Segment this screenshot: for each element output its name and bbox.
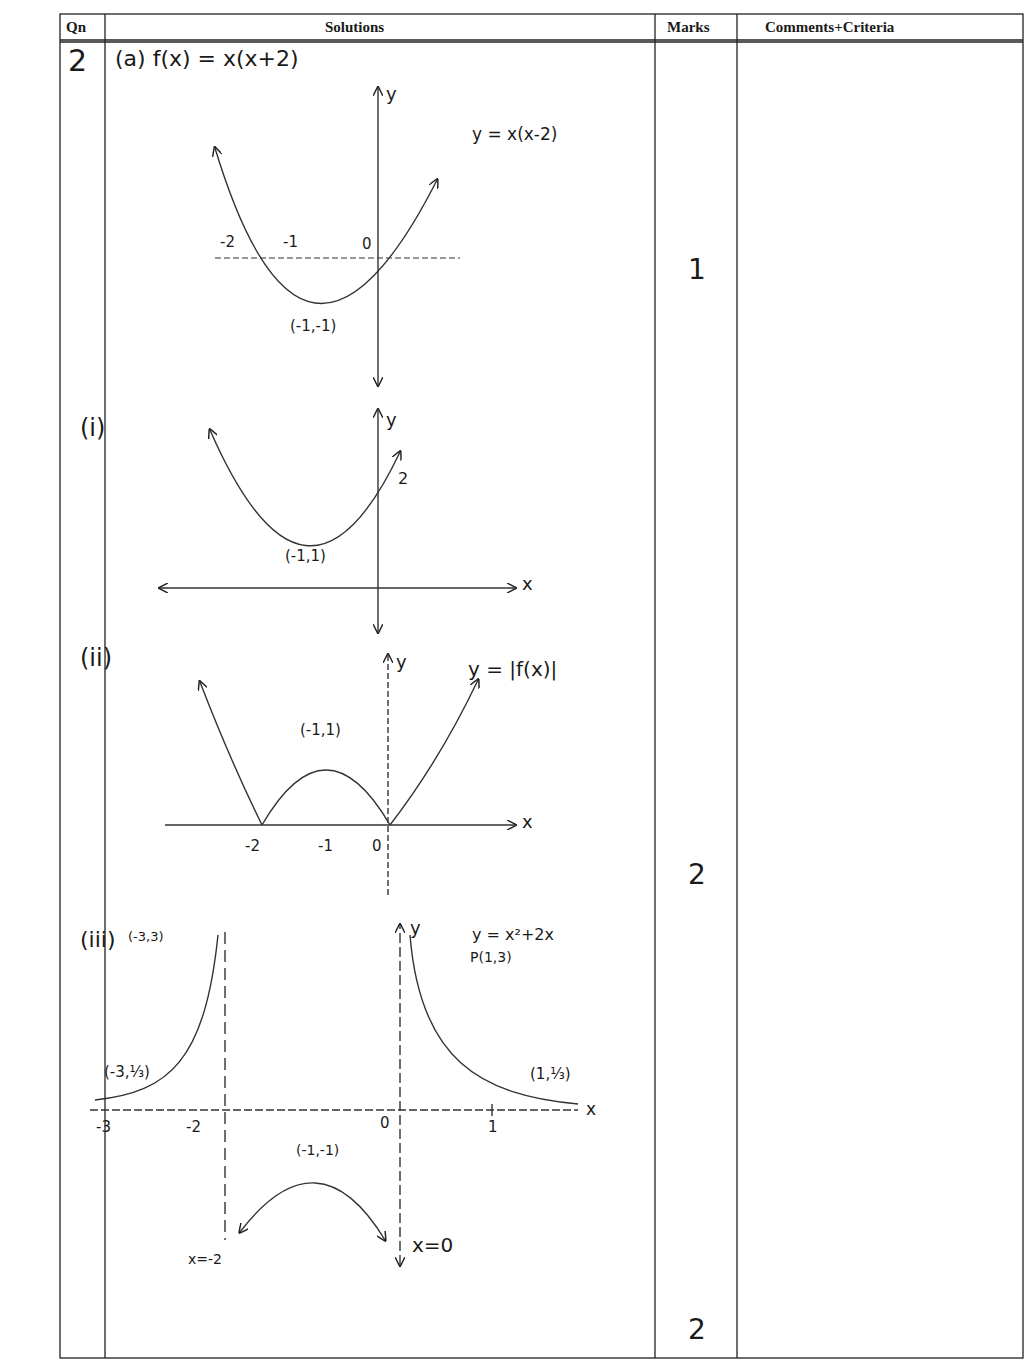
part-label: (iii) [80, 928, 116, 952]
axis-label: x [586, 1100, 596, 1119]
question-number: 2 [68, 44, 87, 77]
point-label: (-1,1) [285, 548, 326, 565]
mark-value: 1 [688, 255, 706, 286]
axis-label: x [522, 574, 533, 594]
point-label: (-3,3) [128, 930, 164, 944]
part-label: (ii) [80, 645, 112, 671]
point-label: (1,⅓) [530, 1066, 571, 1083]
tick-label: 2 [398, 470, 408, 488]
table-grid [60, 14, 1023, 1358]
tick-label: -1 [318, 838, 333, 855]
mark-value: 2 [688, 860, 706, 891]
asymptote-label: x=-2 [188, 1252, 222, 1267]
tick-label: 0 [372, 838, 382, 855]
tick-label: -3 [96, 1119, 111, 1136]
header-cell: Solutions [325, 19, 384, 36]
header-cell: Marks [667, 19, 710, 36]
function-definition: (a) f(x) = x(x+2) [115, 47, 299, 71]
tick-label: 1 [488, 1119, 498, 1136]
axis-label: y [386, 84, 397, 104]
axis-label: x [522, 812, 533, 832]
tick-label: -2 [220, 234, 235, 251]
tick-label: -2 [245, 838, 260, 855]
graph-ii [165, 655, 515, 895]
tick-label: 0 [362, 236, 372, 253]
tick-label: -2 [186, 1119, 201, 1136]
mark-value: 2 [688, 1315, 706, 1346]
tick-label: -1 [283, 234, 298, 251]
graph-a [215, 88, 460, 385]
graph-iii [90, 925, 578, 1265]
graph-i [160, 410, 515, 632]
header-cell: Qn [66, 19, 86, 36]
point-label: (-1,-1) [296, 1143, 339, 1158]
curve-equation: y = x²+2x [472, 926, 554, 944]
point-label: P(1,3) [470, 950, 512, 965]
axis-label: y [396, 652, 407, 672]
part-label: (i) [80, 415, 105, 441]
curve-equation: y = x(x-2) [472, 125, 557, 144]
tick-label: 0 [380, 1115, 390, 1132]
point-label: (-1,1) [300, 722, 341, 739]
axis-label: y [386, 410, 397, 430]
point-label: (-3,⅓) [104, 1064, 150, 1081]
curve-equation: y = |f(x)| [468, 658, 557, 680]
axis-label: y [410, 918, 421, 938]
header-cell: Comments+Criteria [765, 19, 894, 36]
asymptote-label: x=0 [412, 1234, 453, 1256]
point-label: (-1,-1) [290, 318, 336, 335]
